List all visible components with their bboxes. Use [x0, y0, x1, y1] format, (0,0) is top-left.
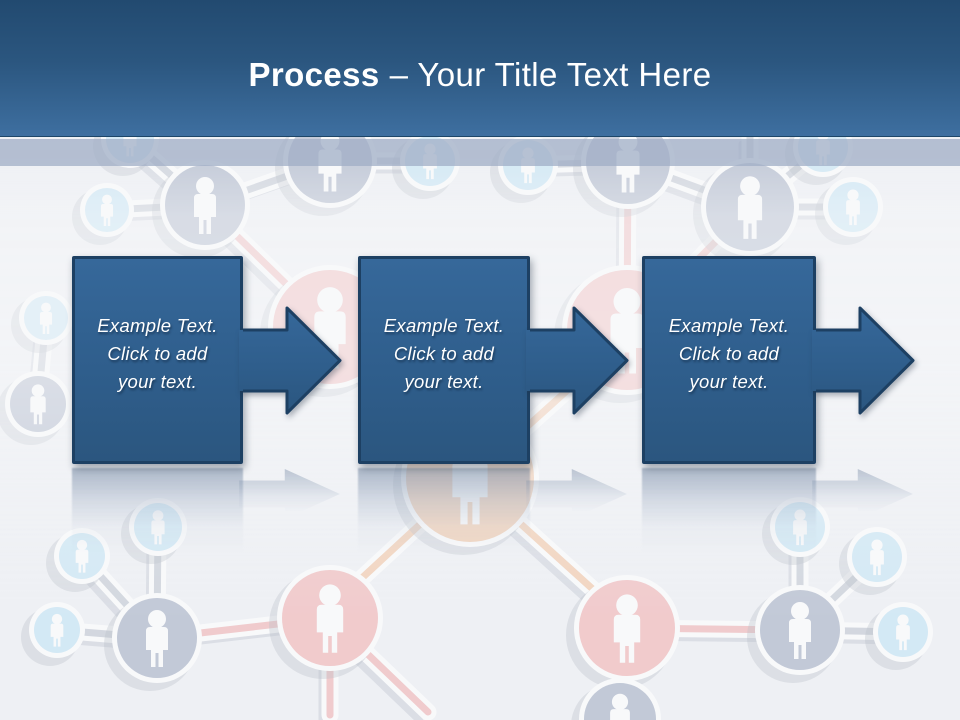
process-step-3[interactable]: Example Text. Click to add your text. — [642, 256, 816, 464]
slide-title-bold: Process — [248, 55, 380, 93]
box-reflection — [358, 468, 530, 554]
box-reflection — [72, 468, 243, 554]
block-arrow-right-icon — [812, 306, 915, 415]
process-step-2[interactable]: Example Text. Click to add your text. — [358, 256, 530, 464]
process-step-2-text: Example Text. Click to add your text. — [383, 314, 505, 393]
box-reflection — [642, 468, 816, 554]
block-arrow-right-icon — [526, 306, 629, 415]
slide-title[interactable]: Process – Your Title Text Here — [248, 56, 711, 94]
slide-title-placeholder: – Your Title Text Here — [389, 55, 712, 93]
process-step-1-text: Example Text. Click to add your text. — [97, 314, 218, 393]
title-bar: Process – Your Title Text Here — [0, 0, 960, 137]
header-accent-band — [0, 139, 960, 166]
block-arrow-right-icon — [239, 306, 342, 415]
process-step-3-text: Example Text. Click to add your text. — [668, 314, 790, 393]
process-step-1[interactable]: Example Text. Click to add your text. — [72, 256, 243, 464]
